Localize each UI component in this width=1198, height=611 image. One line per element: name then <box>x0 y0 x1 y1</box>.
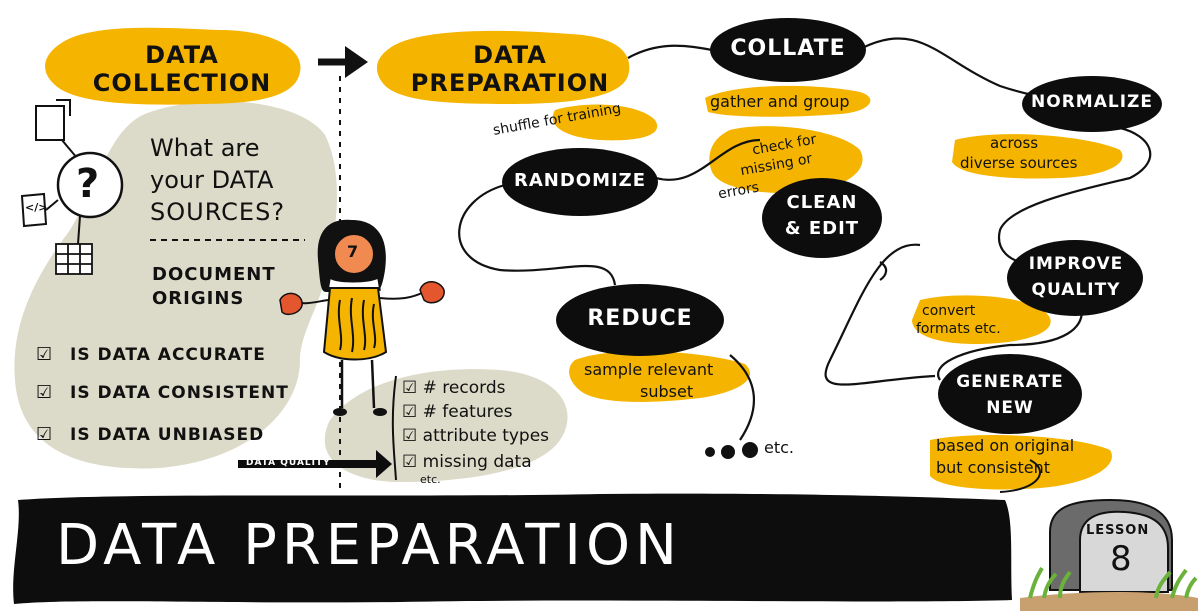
question-circle <box>56 151 124 219</box>
question-mark: ? <box>76 161 101 207</box>
code-glyph: </> <box>25 201 48 214</box>
normalize-title: NORMALIZE <box>1031 92 1153 112</box>
flow-connector <box>627 44 713 59</box>
lesson-stone <box>1020 498 1198 611</box>
normalize-node <box>1022 76 1162 132</box>
improve-note-line-1: convert <box>922 303 976 319</box>
check-icon: ☑ <box>402 452 423 472</box>
randomize-title: RANDOMIZE <box>513 170 647 191</box>
improve-node <box>1007 240 1143 316</box>
document-origins-line-2: ORIGINS <box>152 288 245 309</box>
reduce-note-line-2: subset <box>640 382 694 401</box>
checklist-item: ☑IS DATA CONSISTENT <box>36 382 289 403</box>
clean-node <box>762 178 882 258</box>
lesson-label: LESSON <box>1086 523 1150 538</box>
data-preparation-blob <box>376 30 630 104</box>
data-quality-arrow <box>238 450 392 478</box>
dots-etc: etc. <box>764 438 794 457</box>
quality-etc: etc. <box>420 473 441 486</box>
randomize-node <box>502 148 658 216</box>
check-icon: ☑ <box>36 424 54 445</box>
person-badge: 7 <box>347 242 359 261</box>
clean-title-line-2: & EDIT <box>784 218 860 239</box>
normalize-note-line-1: across <box>990 134 1039 152</box>
ellipsis-dot <box>705 447 715 457</box>
data-collection-title: DATA COLLECTION <box>92 41 272 97</box>
check-icon: ☑ <box>402 426 423 446</box>
check-icon: ☑ <box>402 378 423 398</box>
checklist-item: ☑IS DATA ACCURATE <box>36 344 266 365</box>
reduce-title: REDUCE <box>587 306 693 331</box>
improve-title-line-2: QUALITY <box>1031 280 1121 300</box>
spreadsheet-icon <box>55 243 93 275</box>
checklist-item: ☑IS DATA UNBIASED <box>36 424 265 445</box>
reduce-note-line-1: sample relevant <box>584 360 714 379</box>
collate-node <box>710 18 866 82</box>
quality-item: ☑ attribute types <box>402 426 550 446</box>
quality-item: ☑ # records <box>402 378 506 398</box>
reduce-node <box>556 284 724 356</box>
collate-title: COLLATE <box>730 36 846 61</box>
quality-item: ☑ missing data <box>402 452 532 472</box>
collate-note: gather and group <box>710 92 850 111</box>
improve-note-line-2: formats etc. <box>916 321 1001 337</box>
improve-title-line-1: IMPROVE <box>1028 254 1124 274</box>
title-banner <box>13 493 1013 604</box>
lesson-number: 8 <box>1110 539 1132 579</box>
data-quality-panel <box>324 369 568 482</box>
data-sources-question-line-1: What are <box>150 134 260 162</box>
generate-node <box>938 354 1082 434</box>
generate-note-line-1: based on original <box>936 436 1075 455</box>
data-sources-question-line-3: SOURCES? <box>150 198 286 226</box>
data-preparation-title: DATA PREPARATION <box>410 41 610 97</box>
data-collection-blob <box>45 27 301 105</box>
check-icon: ☑ <box>36 382 54 403</box>
check-icon: ☑ <box>402 402 423 422</box>
data-quality-label: DATA QUALITY <box>246 458 331 468</box>
clean-title-line-1: CLEAN <box>786 192 858 213</box>
banner-title: DATA PREPARATION <box>56 513 682 578</box>
quality-item: ☑ # features <box>402 402 513 422</box>
generate-title-line-1: GENERATE <box>956 372 1064 392</box>
generate-note-line-2: but consistent <box>936 458 1051 477</box>
data-sources-question-line-2: your DATA <box>150 166 274 194</box>
check-icon: ☑ <box>36 344 54 365</box>
document-icon <box>35 99 71 141</box>
document-origins-line-1: DOCUMENT <box>152 264 276 285</box>
normalize-note-line-2: diverse sources <box>960 154 1078 172</box>
code-file-icon <box>20 192 48 228</box>
person-figure <box>279 219 445 416</box>
generate-title-line-2: NEW <box>986 398 1034 418</box>
